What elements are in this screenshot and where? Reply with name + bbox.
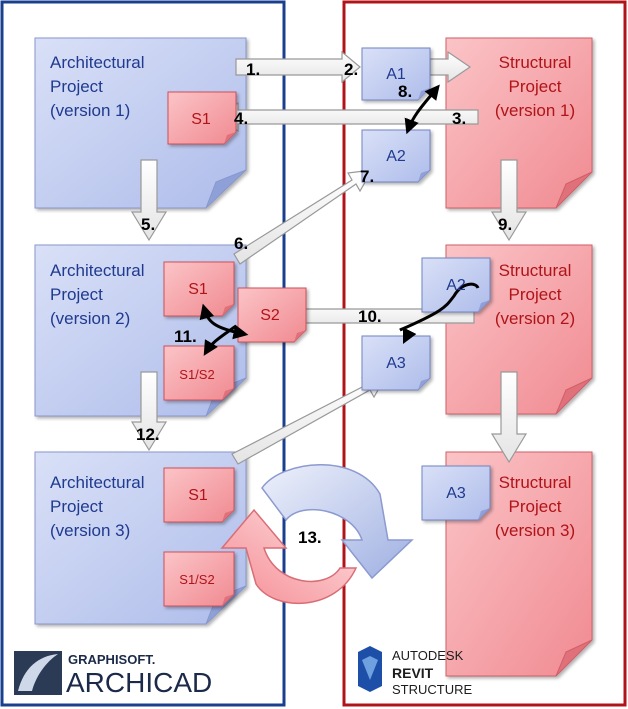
- struct-v1-line3: (version 1): [495, 101, 575, 120]
- curved-arrow-step-11a: [199, 303, 249, 340]
- step-10-label: 10.: [358, 307, 382, 326]
- struct-v1-line1: Structural: [499, 53, 572, 72]
- step-11-label: 11.: [174, 327, 197, 346]
- s1-v2-label: S1: [188, 281, 208, 298]
- s1-v3-label: S1: [188, 487, 208, 504]
- arch-v3-line1: Architectural: [50, 473, 144, 492]
- graphisoft-wordmark: GRAPHISOFT.: [68, 652, 155, 667]
- a3-bottom-label: A3: [446, 485, 466, 502]
- curved-arrow-step-11b: [203, 324, 237, 356]
- archicad-frame: [0, 0, 286, 707]
- step-6-label: 6.: [234, 234, 248, 253]
- arrow-step-6: [233, 169, 374, 265]
- s1s2-v3-label: S1/S2: [179, 572, 214, 587]
- struct-project-v1-label: Structural Project (version 1): [495, 53, 575, 120]
- s2-label: S2: [260, 307, 280, 324]
- arrow-step-4: [216, 101, 479, 133]
- archicad-logo: GRAPHISOFT. ARCHICAD: [14, 651, 212, 698]
- step-8-label: 8.: [398, 82, 412, 101]
- a3-mid-label: A3: [386, 355, 406, 372]
- struct-project-v1: [445, 37, 593, 209]
- struct-v1-line2: Project: [509, 77, 562, 96]
- revit-frame: [342, 0, 627, 707]
- revit-logo-icon-facet: [362, 656, 378, 680]
- arrow-step-5: [130, 159, 168, 242]
- arch-v3-line3: (version 3): [50, 521, 130, 540]
- arch-v2-line3: (version 2): [50, 309, 130, 328]
- step-1-label: 1.: [246, 60, 260, 79]
- arch-v1-line1: Architectural: [50, 53, 144, 72]
- struct-v2-line2: Project: [509, 285, 562, 304]
- doc-s1-v1: [167, 91, 237, 145]
- cycle-arrow-red: [220, 508, 358, 605]
- step-9-label: 9.: [498, 215, 512, 234]
- arch-v1-line3: (version 1): [50, 101, 130, 120]
- arrow-struct-v2-to-v3: [490, 371, 528, 464]
- arrow-a1-to-struct: [429, 50, 472, 84]
- step-13-label: 13.: [298, 528, 322, 547]
- curved-arrow-a2-to-a3: [399, 282, 480, 345]
- s1-v1-label: S1: [191, 111, 211, 128]
- s1s2-v2-label: S1/S2: [179, 367, 214, 382]
- arch-v2-line2: Project: [50, 285, 103, 304]
- arch-project-v2-label: Architectural Project (version 2): [50, 261, 144, 328]
- a2-mid-label: A2: [446, 277, 466, 294]
- archicad-logo-arch: [18, 654, 58, 691]
- a2-top-label: A2: [386, 148, 406, 165]
- arch-project-v3-label: Architectural Project (version 3): [50, 473, 144, 540]
- doc-s1s2-v2: [163, 345, 235, 401]
- struct-v3-line3: (version 3): [495, 521, 575, 540]
- doc-s1-v3: [163, 467, 235, 523]
- struct-project-v3-label: Structural Project (version 3): [495, 473, 575, 540]
- arch-project-v1: [34, 37, 247, 209]
- arrow-step-12: [130, 371, 168, 452]
- step-4-label: 4.: [234, 109, 248, 128]
- step-5-label: 5.: [141, 215, 155, 234]
- arrow-step-9: [490, 159, 528, 242]
- archicad-wordmark: ARCHICAD: [66, 667, 212, 698]
- revit-wordmark: REVIT: [392, 665, 434, 681]
- doc-s1s2-v3: [163, 551, 235, 607]
- step-12-label: 12.: [136, 425, 160, 444]
- a1-label: A1: [386, 66, 406, 83]
- arch-v2-line1: Architectural: [50, 261, 144, 280]
- step-2-label: 2.: [344, 60, 358, 79]
- struct-v2-line1: Structural: [499, 261, 572, 280]
- doc-a3-bottom: [421, 465, 491, 521]
- step-7-label: 7.: [360, 167, 374, 186]
- struct-v3-line2: Project: [509, 497, 562, 516]
- autodesk-wordmark: AUTODESK: [392, 648, 464, 663]
- curved-arrow-step-8: [404, 84, 440, 135]
- arch-v1-line2: Project: [50, 77, 103, 96]
- cycle-arrow-blue: [261, 464, 414, 580]
- struct-v2-line3: (version 2): [495, 309, 575, 328]
- arch-project-v1-label: Architectural Project (version 1): [50, 53, 144, 120]
- struct-v3-line1: Structural: [499, 473, 572, 492]
- revit-logo: AUTODESK REVIT STRUCTURE: [358, 646, 472, 697]
- step-3-label: 3.: [452, 109, 466, 128]
- doc-a2-mid: [421, 257, 491, 313]
- struct-project-v2-label: Structural Project (version 2): [495, 261, 575, 328]
- structure-wordmark: STRUCTURE: [392, 682, 472, 697]
- doc-a3-mid: [361, 335, 431, 391]
- arch-v3-line2: Project: [50, 497, 103, 516]
- arrow-step-1: [235, 50, 361, 84]
